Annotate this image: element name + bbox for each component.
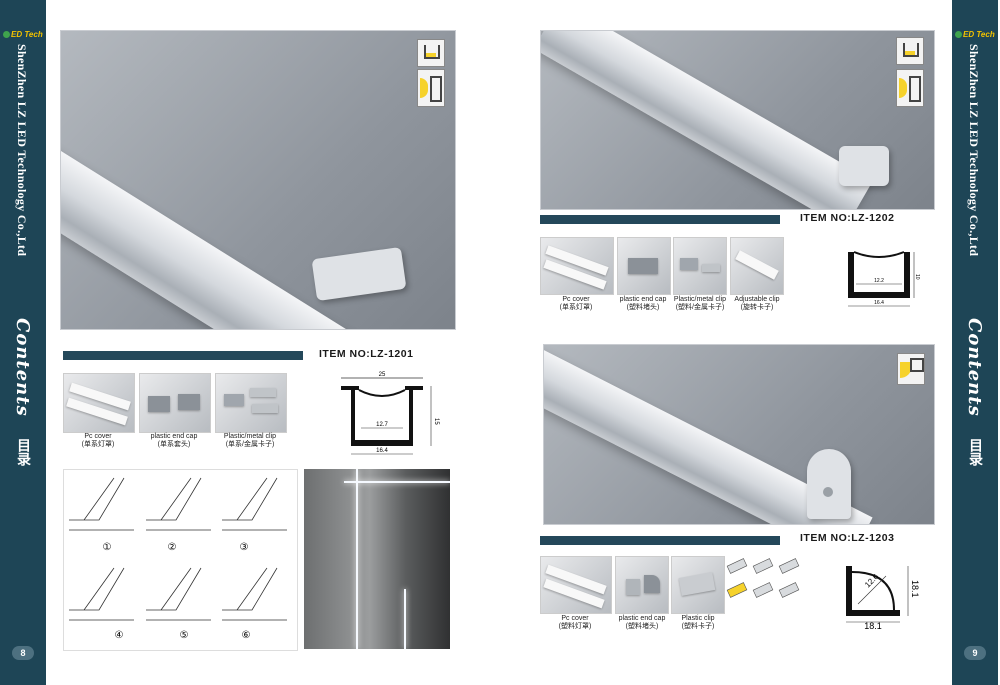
lz1203-title-bar: [540, 536, 780, 545]
lz1203-acc-3-label: Plastic clip(塑料卡子): [681, 615, 715, 630]
step-3: ③: [240, 542, 249, 553]
corner-mount-icon: [897, 353, 925, 385]
lz1203-end-cap-thumb: [615, 556, 669, 614]
lz1203-product-photo: [544, 345, 934, 524]
lz1201-product-photo: [61, 31, 455, 329]
company-logo: ED Tech: [3, 30, 43, 39]
lz1201-title-bar: [63, 351, 303, 360]
lz1202-product-photo: [541, 31, 934, 209]
company-logo: ED Tech: [955, 30, 995, 39]
dim-bottom: 16.4: [874, 300, 884, 306]
dim-height: 10: [914, 274, 920, 280]
dim-bottom: 16.4: [376, 448, 388, 454]
lz1202-main-photo-frame: [540, 30, 935, 210]
lz1203-acc-2-label: plastic end cap(塑料堵头): [618, 615, 666, 630]
dim-diag: 12.6: [863, 572, 881, 590]
dim-side-b: 18.1: [864, 621, 882, 630]
step-6: ⑥: [242, 630, 251, 641]
lz1202-item-number: ITEM NO:LZ-1202: [800, 212, 895, 224]
light-strip: [356, 469, 358, 649]
dim-side-a: 18.1: [910, 580, 920, 598]
contents-label: Contents: [964, 318, 985, 417]
page-number: 8: [12, 646, 34, 660]
lz1203-clip-thumb: [671, 556, 725, 614]
lz1203-profile-drawing: 12.6 18.1 18.1: [846, 566, 920, 630]
step-2: ②: [168, 542, 177, 553]
lz1203-pc-cover-thumb: [540, 556, 612, 614]
lz1202-acc-2-label: plastic end cap(塑料堵头): [619, 296, 667, 311]
lz1201-main-photo-frame: [60, 30, 456, 330]
end-cap: [807, 449, 851, 519]
step-4: ④: [115, 630, 124, 641]
lz1201-item-number: ITEM NO:LZ-1201: [319, 348, 414, 360]
company-name: ShenZhen LZ LED Technology Co.,Ltd: [15, 44, 29, 257]
lz1202-clip-thumb: [673, 237, 727, 295]
right-side-band: ED Tech ShenZhen LZ LED Technology Co.,L…: [952, 0, 998, 685]
dim-height: 15: [433, 418, 439, 425]
end-cap: [839, 146, 889, 186]
lz1201-application-photo: [304, 469, 450, 649]
lz1202-adjustable-clip-thumb: [730, 237, 784, 295]
lz1203-mounting-options: [726, 558, 800, 598]
end-cap: [311, 246, 407, 302]
aluminum-profile: [541, 31, 873, 209]
lz1201-pc-cover-thumb: [63, 373, 135, 433]
lz1203-item-number: ITEM NO:LZ-1203: [800, 532, 895, 544]
lz1201-profile-drawing: 25 12.7 15 16.4: [341, 372, 439, 455]
contents-label-cn: 目录: [16, 438, 32, 466]
wall-light-icon: [896, 69, 924, 107]
contents-label-cn: 目录: [968, 438, 984, 466]
lz1201-installation-steps: ① ② ③ ④ ⑤ ⑥: [63, 469, 298, 651]
light-strip: [404, 589, 406, 649]
wall-light-icon: [417, 69, 445, 107]
recessed-mount-icon: [896, 37, 924, 65]
step-5: ⑤: [180, 630, 189, 641]
recessed-mount-icon: [417, 39, 445, 67]
lz1202-profile-drawing: 12.2 10 16.4: [848, 251, 920, 307]
lz1202-pc-cover-thumb: [540, 237, 614, 295]
lz1202-title-bar: [540, 215, 780, 224]
dim-inner: 12.7: [376, 422, 388, 428]
step-1: ①: [103, 542, 112, 553]
lz1202-acc-1-label: Pc cover(单系灯罩): [559, 296, 593, 311]
lz1203-acc-1-label: Pc cover(塑料灯罩): [558, 615, 592, 630]
lz1201-end-cap-thumb: [139, 373, 211, 433]
page-number: 9: [964, 646, 986, 660]
contents-label: Contents: [12, 318, 33, 417]
lz1203-main-photo-frame: [543, 344, 935, 525]
aluminum-profile: [61, 126, 420, 329]
dim-inner: 12.2: [874, 278, 884, 284]
lz1201-acc-3-label: Plastic/metal clip(单系/金属卡子): [223, 433, 277, 448]
lz1201-acc-1-label: Pc cover(单系灯罩): [81, 433, 115, 448]
lz1201-acc-2-label: plastic end cap(单系套头): [150, 433, 198, 448]
light-strip: [344, 481, 450, 483]
lz1202-acc-3-label: Plastic/metal clip(塑料/金属卡子): [673, 296, 727, 311]
dim-top: 25: [379, 372, 386, 378]
left-side-band: ED Tech ShenZhen LZ LED Technology Co.,L…: [0, 0, 46, 685]
company-name: ShenZhen LZ LED Technology Co.,Ltd: [967, 44, 981, 257]
lz1202-end-cap-thumb: [617, 237, 671, 295]
lz1201-clip-thumb: [215, 373, 287, 433]
lz1202-acc-4-label: Adjustable clip(旋转卡子): [734, 296, 780, 311]
